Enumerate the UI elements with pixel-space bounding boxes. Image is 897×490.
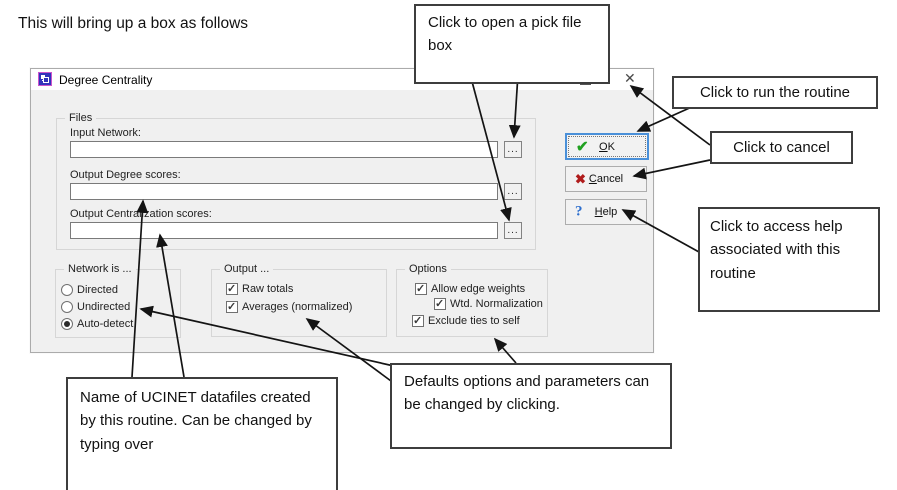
cancel-button[interactable]: ✖ Cancel <box>565 166 647 192</box>
output-degree-browse-button[interactable]: ... <box>504 183 522 200</box>
checkbox-raw-totals-label: Raw totals <box>242 283 294 295</box>
radio-auto-detect-label: Auto-detect <box>77 318 134 330</box>
callout-help: Click to access help associated with thi… <box>698 207 880 312</box>
radio-directed-label: Directed <box>77 284 118 296</box>
output-centralization-field[interactable] <box>70 222 498 239</box>
input-network-browse-button[interactable]: ... <box>504 141 522 158</box>
green-check-icon: ✔ <box>576 138 589 155</box>
ok-button[interactable]: ✔ OK <box>565 133 649 160</box>
window-title: Degree Centrality <box>59 73 153 87</box>
close-icon[interactable]: ✕ <box>624 70 636 86</box>
degree-centrality-dialog: Degree Centrality ✕ Files Input Network:… <box>30 68 654 353</box>
output-group-label: Output ... <box>220 263 274 275</box>
ucinet-app-icon <box>38 72 52 86</box>
files-group-label: Files <box>65 112 97 124</box>
blue-question-icon: ? <box>575 203 583 220</box>
input-network-field[interactable] <box>70 141 498 158</box>
output-group: Output ... Raw totals Averages (normaliz… <box>211 263 387 337</box>
checkbox-wtd-normalization-label: Wtd. Normalization <box>450 298 543 310</box>
radio-auto-detect[interactable] <box>61 318 73 330</box>
checkbox-allow-edge-weights[interactable] <box>415 282 427 295</box>
output-degree-label: Output Degree scores: <box>70 169 181 181</box>
files-group: Files Input Network: ... Output Degree s… <box>56 112 536 250</box>
checkbox-exclude-ties-to-self[interactable] <box>412 314 424 327</box>
options-group-label: Options <box>405 263 451 275</box>
checkbox-averages[interactable] <box>226 300 238 313</box>
checkbox-wtd-normalization[interactable] <box>434 297 446 310</box>
output-centralization-label: Output Centralization scores: <box>70 208 212 220</box>
network-is-group: Network is ... Directed Undirected Auto-… <box>55 263 181 338</box>
callout-pick-file-box: Click to open a pick file box <box>414 4 610 84</box>
output-centralization-browse-button[interactable]: ... <box>504 222 522 239</box>
checkbox-allow-edge-weights-label: Allow edge weights <box>431 283 526 295</box>
radio-undirected[interactable] <box>61 301 73 313</box>
callout-cancel: Click to cancel <box>710 131 853 164</box>
callout-run-routine: Click to run the routine <box>672 76 878 109</box>
callout-datafiles: Name of UCINET datafiles created by this… <box>66 377 338 490</box>
red-x-icon: ✖ <box>575 171 586 187</box>
radio-directed[interactable] <box>61 284 73 296</box>
callout-defaults: Defaults options and parameters can be c… <box>390 363 672 449</box>
output-degree-field[interactable] <box>70 183 498 200</box>
network-is-group-label: Network is ... <box>64 263 136 275</box>
checkbox-raw-totals[interactable] <box>226 282 238 295</box>
checkbox-averages-label: Averages (normalized) <box>242 301 353 313</box>
checkbox-exclude-ties-to-self-label: Exclude ties to self <box>428 315 520 327</box>
options-group: Options Allow edge weights Wtd. Normaliz… <box>396 263 548 337</box>
input-network-label: Input Network: <box>70 127 141 139</box>
radio-undirected-label: Undirected <box>77 301 131 313</box>
intro-text: This will bring up a box as follows <box>18 15 249 32</box>
help-button[interactable]: ? Help <box>565 199 647 225</box>
